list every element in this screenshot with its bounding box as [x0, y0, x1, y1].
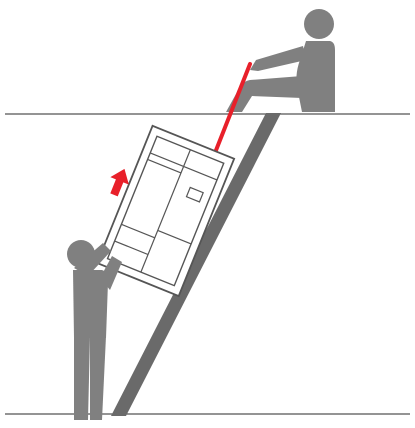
person-standing-pushing-icon: [67, 240, 122, 420]
person-sitting-pulling-icon: [226, 9, 335, 112]
